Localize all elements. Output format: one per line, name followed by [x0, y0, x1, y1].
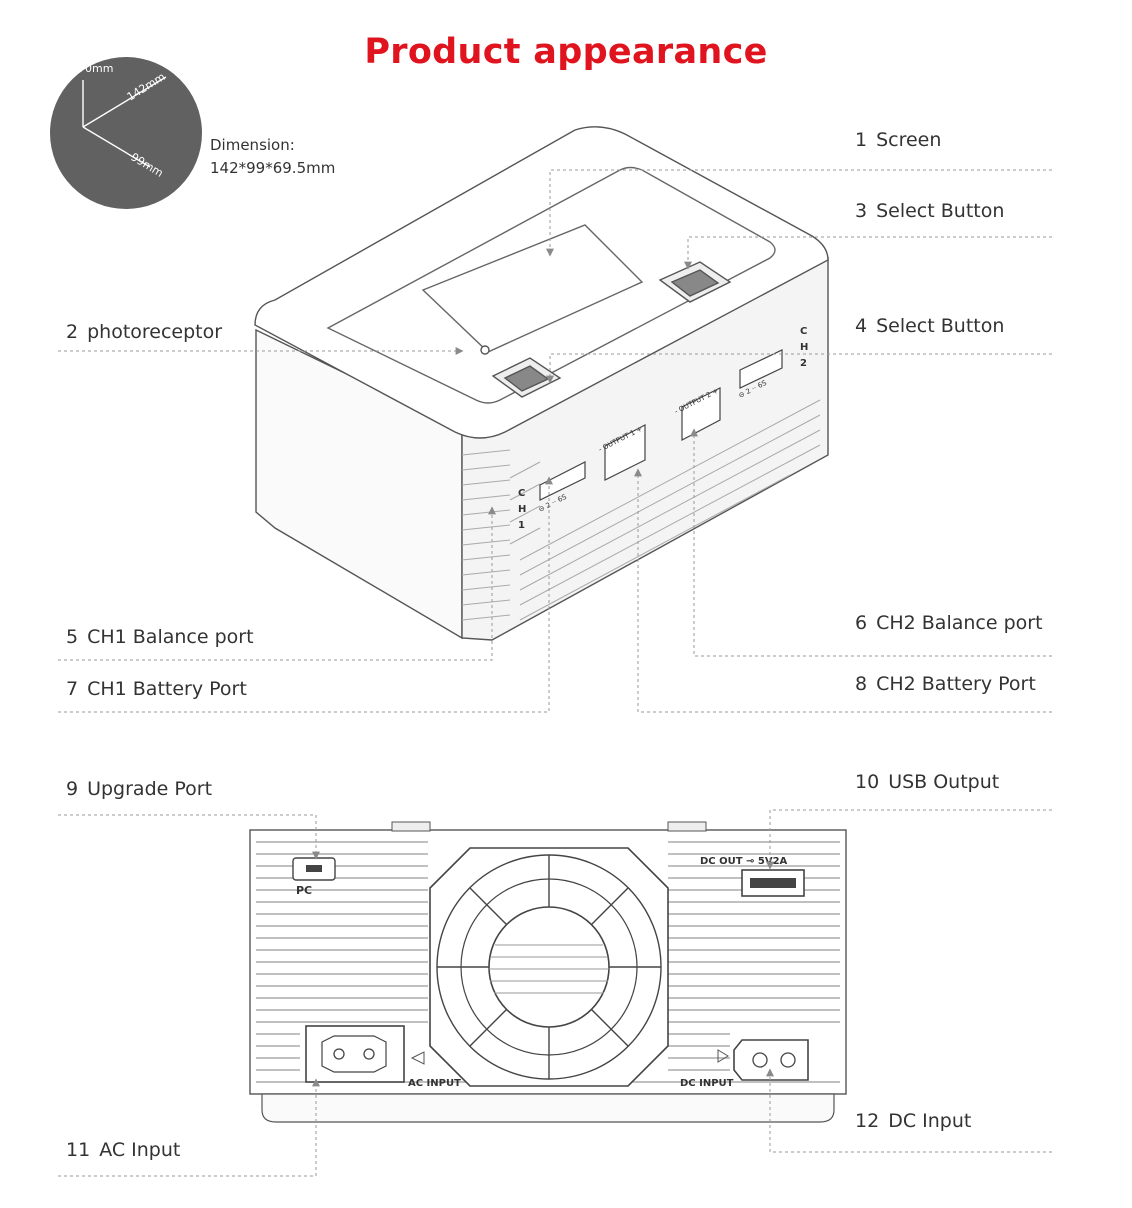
usb-output-port: [741, 869, 805, 897]
ch2-balance-port: [739, 349, 783, 389]
axis-height-label: 70mm: [78, 62, 113, 75]
cooling-fan: [429, 847, 669, 1087]
ch2-mark-h: H: [800, 342, 808, 353]
leader-ch1-balance: [58, 506, 496, 661]
ch2-battery-port: [681, 387, 721, 441]
dc-input-mark: DC INPUT: [680, 1078, 734, 1089]
left-vents: [461, 449, 511, 621]
ch2-mark-c: C: [800, 326, 807, 337]
dimension-badge-circle: [50, 57, 202, 209]
dc-out-mark: DC OUT ⊸ 5V2A: [700, 856, 788, 867]
dimension-text: Dimension: 142*99*69.5mm: [210, 134, 335, 180]
dimension-badge: 70mm 142mm 99mm: [50, 57, 202, 209]
pc-mark: PC: [296, 884, 312, 897]
leader-ch2-battery: [634, 468, 1052, 713]
leader-ac-input: [58, 1078, 320, 1177]
dc-input-port: [717, 1039, 809, 1081]
photoreceptor-dot: [480, 345, 490, 355]
leader-dc-input: [766, 1068, 1052, 1153]
dimension-value: 142*99*69.5mm: [210, 159, 336, 177]
dimension-caption: Dimension:: [210, 136, 295, 154]
ch1-mark-h: H: [518, 504, 526, 515]
ch1-battery-port: [604, 424, 646, 481]
ac-input-socket: [305, 1025, 425, 1083]
axis-lines: [82, 76, 167, 168]
leader-select-button-1: [684, 236, 1052, 270]
front-vents: [509, 399, 821, 621]
screen-window: [421, 224, 644, 353]
page-title: Product appearance: [364, 32, 768, 72]
leader-screen: [546, 169, 1052, 257]
ch1-mark-c: C: [518, 488, 525, 499]
ac-input-mark: AC INPUT: [408, 1078, 461, 1089]
leader-upgrade-port: [58, 814, 320, 860]
ch1-balance-port: [539, 461, 586, 501]
ch2-mark-2: 2: [800, 358, 807, 369]
upgrade-port: [292, 857, 336, 881]
select-button-2: [491, 357, 562, 398]
leader-ch1-battery: [58, 476, 553, 713]
front-ports: [539, 349, 783, 501]
ch1-mark-1: 1: [518, 520, 525, 531]
leader-usb-output: [766, 809, 1052, 870]
leader-lines: [58, 169, 1052, 1177]
